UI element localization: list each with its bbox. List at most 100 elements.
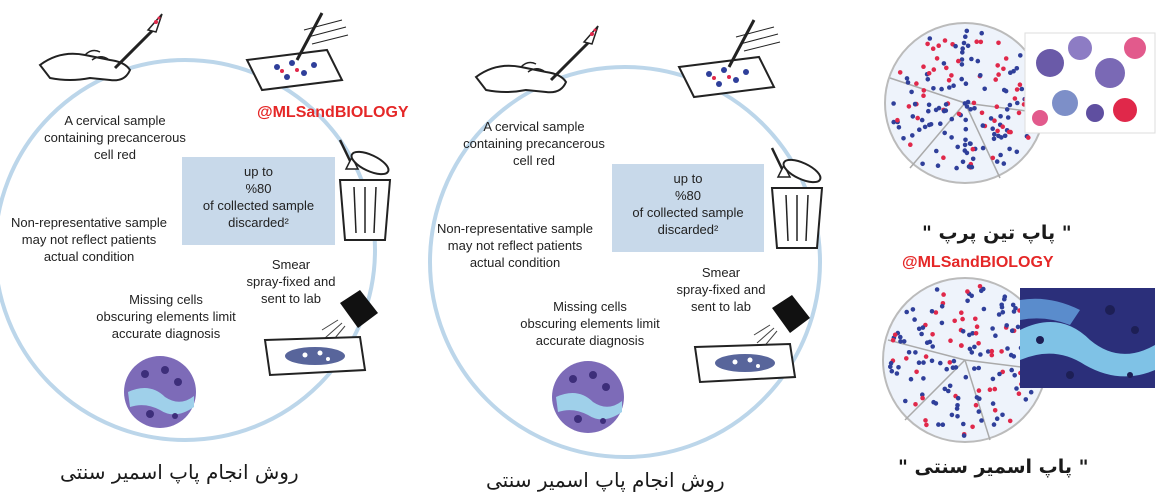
cell-dot [1007, 418, 1013, 424]
cell-dot [1013, 306, 1018, 311]
cell-dot [1012, 96, 1018, 101]
cell-dot [961, 40, 967, 46]
cell-circle-icon [882, 277, 1155, 443]
cell-dot [939, 304, 945, 309]
cell-dot [897, 70, 903, 75]
cell-dot [964, 28, 970, 34]
cell-dot [961, 421, 966, 427]
cell-dot [974, 395, 980, 400]
cell-dot [1007, 102, 1013, 108]
cell-dot [1014, 386, 1019, 391]
cell-dot [965, 43, 971, 49]
cell-dot [933, 401, 939, 406]
cell-dot [965, 298, 970, 304]
cell-dot [926, 71, 932, 76]
cell-dot [944, 65, 949, 71]
cell-dot [967, 332, 972, 338]
cell-dot [938, 360, 943, 366]
microscope-view-icon [124, 356, 196, 428]
cell-dot [973, 331, 979, 336]
cell-dot [970, 156, 976, 162]
cell-dot [923, 354, 929, 359]
cell-dot [936, 422, 941, 427]
cell-dot [982, 86, 987, 92]
cell-dot [896, 125, 902, 130]
cell-dot [905, 80, 911, 85]
cell-dot [933, 310, 939, 315]
cell-dot [989, 352, 995, 358]
cell-dot [910, 114, 916, 119]
cell-dot [971, 100, 977, 106]
cell-dot [939, 320, 945, 326]
cell-dot [992, 408, 998, 413]
cell-dot [1015, 100, 1020, 106]
cell-dot [993, 77, 998, 82]
cell-dot [929, 358, 935, 364]
cell-dot [1012, 373, 1017, 378]
cell-dot [955, 403, 960, 408]
cell-dot [960, 46, 965, 51]
cell-dot [940, 422, 946, 427]
watermark-1: @MLSandBIOLOGY [257, 104, 409, 121]
cell-dot [921, 360, 926, 365]
cell-dot [1011, 68, 1016, 74]
cell-dot [990, 401, 996, 406]
cell-dot [1000, 412, 1005, 418]
cell-dot [975, 58, 981, 64]
cell-dot [1004, 323, 1009, 328]
cell-dot [919, 117, 925, 123]
cell-dot [934, 148, 939, 154]
cell-dot [962, 148, 968, 153]
cell-dot [941, 292, 946, 297]
micrograph-inset-icon [1020, 298, 1155, 379]
cell-dot [963, 374, 969, 380]
cell-dot [908, 142, 913, 147]
cell-dot [942, 386, 948, 392]
cell-dot [990, 326, 995, 331]
cell-dot [999, 349, 1004, 354]
cell-dot [963, 34, 968, 39]
cell-dot [973, 316, 978, 322]
cell-dot [974, 324, 980, 329]
cell-dot [970, 146, 976, 152]
conventional-caption: " پاپ اسمیر سنتی " [898, 456, 1089, 478]
cell-dot [944, 366, 949, 372]
cell-dot [968, 107, 973, 112]
cell-dot [962, 142, 968, 148]
cell-dot [969, 350, 975, 355]
cell-dot [943, 102, 949, 107]
cell-dot [953, 43, 958, 49]
cell-dot [910, 133, 915, 138]
smear-slide-icon [693, 342, 797, 384]
cell-dot [903, 398, 908, 404]
cell-dot [990, 376, 996, 382]
cell-dot [977, 284, 983, 289]
cell-dot [935, 163, 941, 168]
cell-dot [920, 395, 925, 401]
cell-dot [949, 73, 954, 78]
cell-dot [979, 418, 984, 423]
cell-dot [921, 88, 927, 93]
cell-dot [963, 137, 968, 143]
cell-dot [972, 106, 977, 111]
cell-dot [998, 114, 1003, 119]
cell-dot [1005, 346, 1010, 351]
cell-dot [926, 102, 932, 108]
cell-dot [979, 30, 984, 36]
cell-dot [955, 395, 961, 401]
cell-dot [923, 418, 928, 423]
cell-dot [919, 331, 924, 337]
cell-dot [980, 123, 986, 128]
cell-dot [908, 376, 914, 382]
cell-dot [972, 366, 977, 371]
cell-dot [921, 64, 926, 69]
cell-dot [934, 56, 940, 61]
cell-dot [989, 348, 995, 354]
